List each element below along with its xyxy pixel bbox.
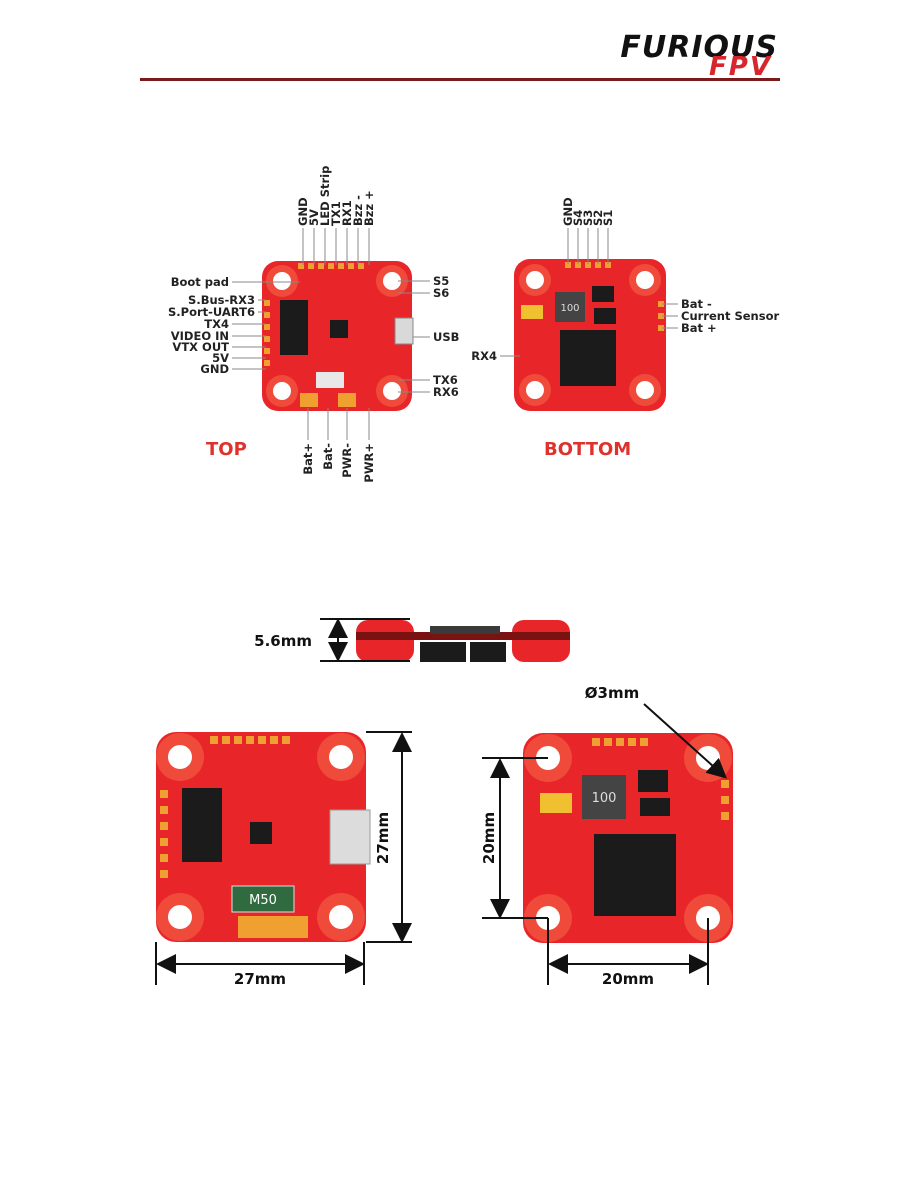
top-label-rx1: RX1 <box>340 200 354 226</box>
bottom-inductor-label: 100 <box>560 303 579 314</box>
furious-fpv-logo: FURIOUS FPV <box>570 30 778 82</box>
right-label-tx6: TX6 <box>433 373 458 387</box>
logo-line2: FPV <box>709 52 772 82</box>
bottom-label-bat-minus: Bat- <box>321 443 335 470</box>
left-label-sport-uart6: S.Port-UART6 <box>168 305 255 319</box>
bottom-board: 100 <box>514 259 666 411</box>
board-height-label: 27mm <box>374 812 392 864</box>
board-width-label: 27mm <box>234 970 286 988</box>
bottom-label-pwr-minus: PWR- <box>340 443 354 478</box>
side-profile <box>356 620 570 662</box>
left-label-5v: 5V <box>212 351 229 365</box>
left-label-sbus-rx3: S.Bus-RX3 <box>188 293 255 307</box>
top-board-right-leaders <box>398 280 430 393</box>
top-label-5v: 5V <box>307 209 321 226</box>
bottom-label-bat-plus: Bat+ <box>301 443 315 475</box>
bottom-top-label-s2: S2 <box>591 210 605 226</box>
left-label-boot-pad: Boot pad <box>171 275 229 289</box>
top-label-bzz-plus: Bzz + <box>362 190 376 226</box>
bottom-board-top-leaders <box>567 228 609 264</box>
thickness-dimension <box>320 618 410 662</box>
dim-bottom-board: 100 <box>523 733 733 943</box>
hole-diameter-label: Ø3mm <box>585 684 639 702</box>
left-label-video-in: VIDEO IN <box>171 329 229 343</box>
top-label-led-strip: LED Strip <box>318 166 332 226</box>
header-rule <box>140 78 780 81</box>
bottom-right-label-current-sensor: Current Sensor <box>681 309 779 323</box>
top-label-bzz-minus: Bzz - <box>351 195 365 226</box>
top-board-top-labels <box>302 228 370 265</box>
right-label-s5: S5 <box>433 274 449 288</box>
left-label-gnd: GND <box>200 362 229 376</box>
top-board <box>262 261 414 411</box>
dim-top-board: M50 <box>156 732 371 942</box>
bottom-top-label-gnd: GND <box>561 197 575 226</box>
bottom-board-side-leaders <box>500 303 678 357</box>
logo-line1: FURIOUS <box>620 30 778 65</box>
left-label-tx4: TX4 <box>204 317 229 331</box>
bottom-top-label-s4: S4 <box>571 210 585 226</box>
top-title: TOP <box>206 439 247 460</box>
bottom-title: BOTTOM <box>544 439 631 460</box>
dim-top-arrows <box>155 731 412 985</box>
left-label-vtx-out: VTX OUT <box>172 340 229 354</box>
top-board-left-leaders <box>232 281 300 370</box>
right-label-usb: USB <box>433 330 459 344</box>
top-label-gnd: GND <box>296 197 310 226</box>
mount-height-label: 20mm <box>480 812 498 864</box>
bottom-right-label-bat-plus: Bat + <box>681 321 717 335</box>
right-label-s6: S6 <box>433 286 449 300</box>
shunt-label: M50 <box>249 893 277 908</box>
thickness-label: 5.6mm <box>254 632 312 650</box>
bottom-top-label-s3: S3 <box>581 210 595 226</box>
mount-width-label: 20mm <box>602 970 654 988</box>
bottom-label-pwr-plus: PWR+ <box>362 443 376 483</box>
bottom-left-label-rx4: RX4 <box>471 349 497 363</box>
top-board-bottom-leaders <box>307 408 370 440</box>
top-label-tx1: TX1 <box>329 201 343 226</box>
dim-inductor-label: 100 <box>592 791 617 806</box>
right-label-rx6: RX6 <box>433 385 459 399</box>
bottom-top-label-s1: S1 <box>601 210 615 226</box>
bottom-right-label-bat-minus: Bat - <box>681 297 712 311</box>
dim-bottom-arrows <box>482 703 727 985</box>
